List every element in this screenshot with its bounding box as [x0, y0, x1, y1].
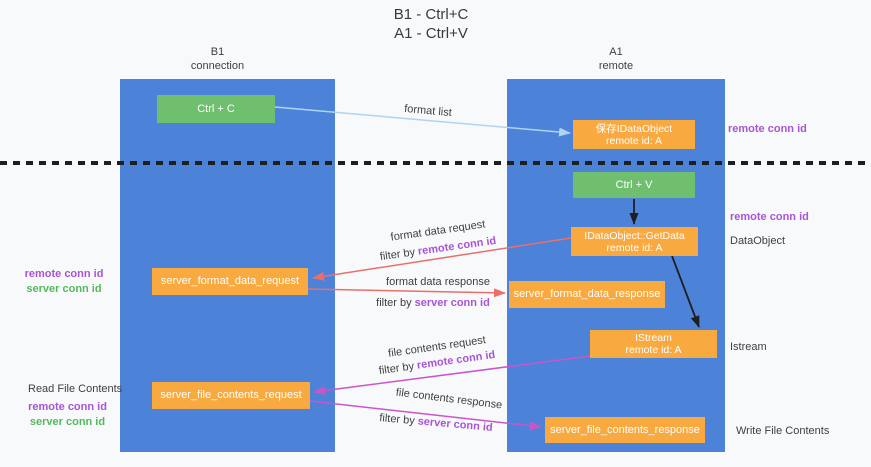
node-server-format-data-response: server_format_data_response [509, 281, 665, 308]
edge-label-format-data-response: format data response [386, 276, 490, 288]
column-header-b1: B1 connection [110, 45, 325, 73]
arrow-format-data-request [312, 237, 572, 281]
side-label-read-file-contents: Read File Contents [28, 383, 123, 395]
side-stack-conn-ids-bottom: remote conn id server conn id [10, 400, 125, 430]
node-istream: IStream remote id: A [590, 330, 717, 358]
diagram-title: B1 - Ctrl+C A1 - Ctrl+V [331, 5, 531, 43]
dashed-divider-line [0, 161, 871, 165]
side-label-dataobject: DataObject [730, 235, 786, 247]
side-label-server-conn-id-left2: server conn id [29, 416, 106, 428]
title-line-2: A1 - Ctrl+V [394, 25, 468, 42]
node-server-file-contents-request-label: server_file_contents_request [160, 389, 302, 401]
arrow-getdata-to-istream [671, 255, 700, 328]
side-label-remote-conn-id-top: remote conn id [728, 123, 807, 135]
side-label-istream: Istream [730, 341, 767, 353]
side-label-remote-conn-id-left2: remote conn id [28, 401, 107, 413]
filter-by-text: filter by [376, 297, 412, 309]
node-istream-line1: IStream [635, 332, 672, 344]
node-ctrl-v-label: Ctrl + V [615, 178, 653, 191]
node-save-idataobject-line1: 保存IDataObject [595, 122, 673, 135]
node-server-format-data-response-label: server_format_data_response [513, 288, 661, 300]
column-a1-name: A1 [609, 46, 623, 58]
column-b1-subtitle: connection [190, 60, 245, 72]
server-conn-id-text: server conn id [414, 297, 490, 309]
side-label-remote-conn-id-left1: remote conn id [24, 268, 104, 280]
arrow-format-data-response [307, 288, 506, 298]
node-server-format-data-request: server_format_data_request [152, 268, 308, 295]
node-ctrl-c-label: Ctrl + C [197, 102, 235, 115]
side-stack-conn-ids-top: remote conn id server conn id [8, 267, 120, 297]
node-server-file-contents-response-label: server_file_contents_response [550, 423, 700, 436]
column-header-a1: A1 remote [507, 45, 725, 73]
node-ctrl-c: Ctrl + C [157, 95, 275, 123]
node-server-file-contents-response: server_file_contents_response [545, 417, 705, 443]
node-server-file-contents-request: server_file_contents_request [152, 382, 310, 409]
side-label-remote-conn-id-mid: remote conn id [730, 211, 809, 223]
side-label-server-conn-id-left1: server conn id [26, 283, 102, 295]
column-b1-name: B1 [210, 46, 225, 58]
node-getdata-line2: remote id: A [606, 241, 663, 254]
arrow-file-contents-response [309, 400, 542, 431]
node-ctrl-v: Ctrl + V [573, 172, 695, 198]
arrow-file-contents-request [313, 355, 591, 396]
node-server-format-data-request-label: server_format_data_request [160, 275, 300, 287]
title-line-1: B1 - Ctrl+C [393, 6, 469, 23]
node-idataobject-getdata: IDataObject::GetData remote id: A [571, 227, 698, 256]
node-save-idataobject-line2: remote id: A [605, 134, 663, 147]
side-label-write-file-contents: Write File Contents [736, 425, 830, 437]
node-istream-line2: remote id: A [625, 344, 682, 356]
column-a1-subtitle: remote [598, 60, 634, 72]
arrow-format-list [274, 106, 571, 137]
node-save-idataobject: 保存IDataObject remote id: A [573, 120, 695, 149]
node-getdata-line1: IDataObject::GetData [584, 229, 685, 242]
